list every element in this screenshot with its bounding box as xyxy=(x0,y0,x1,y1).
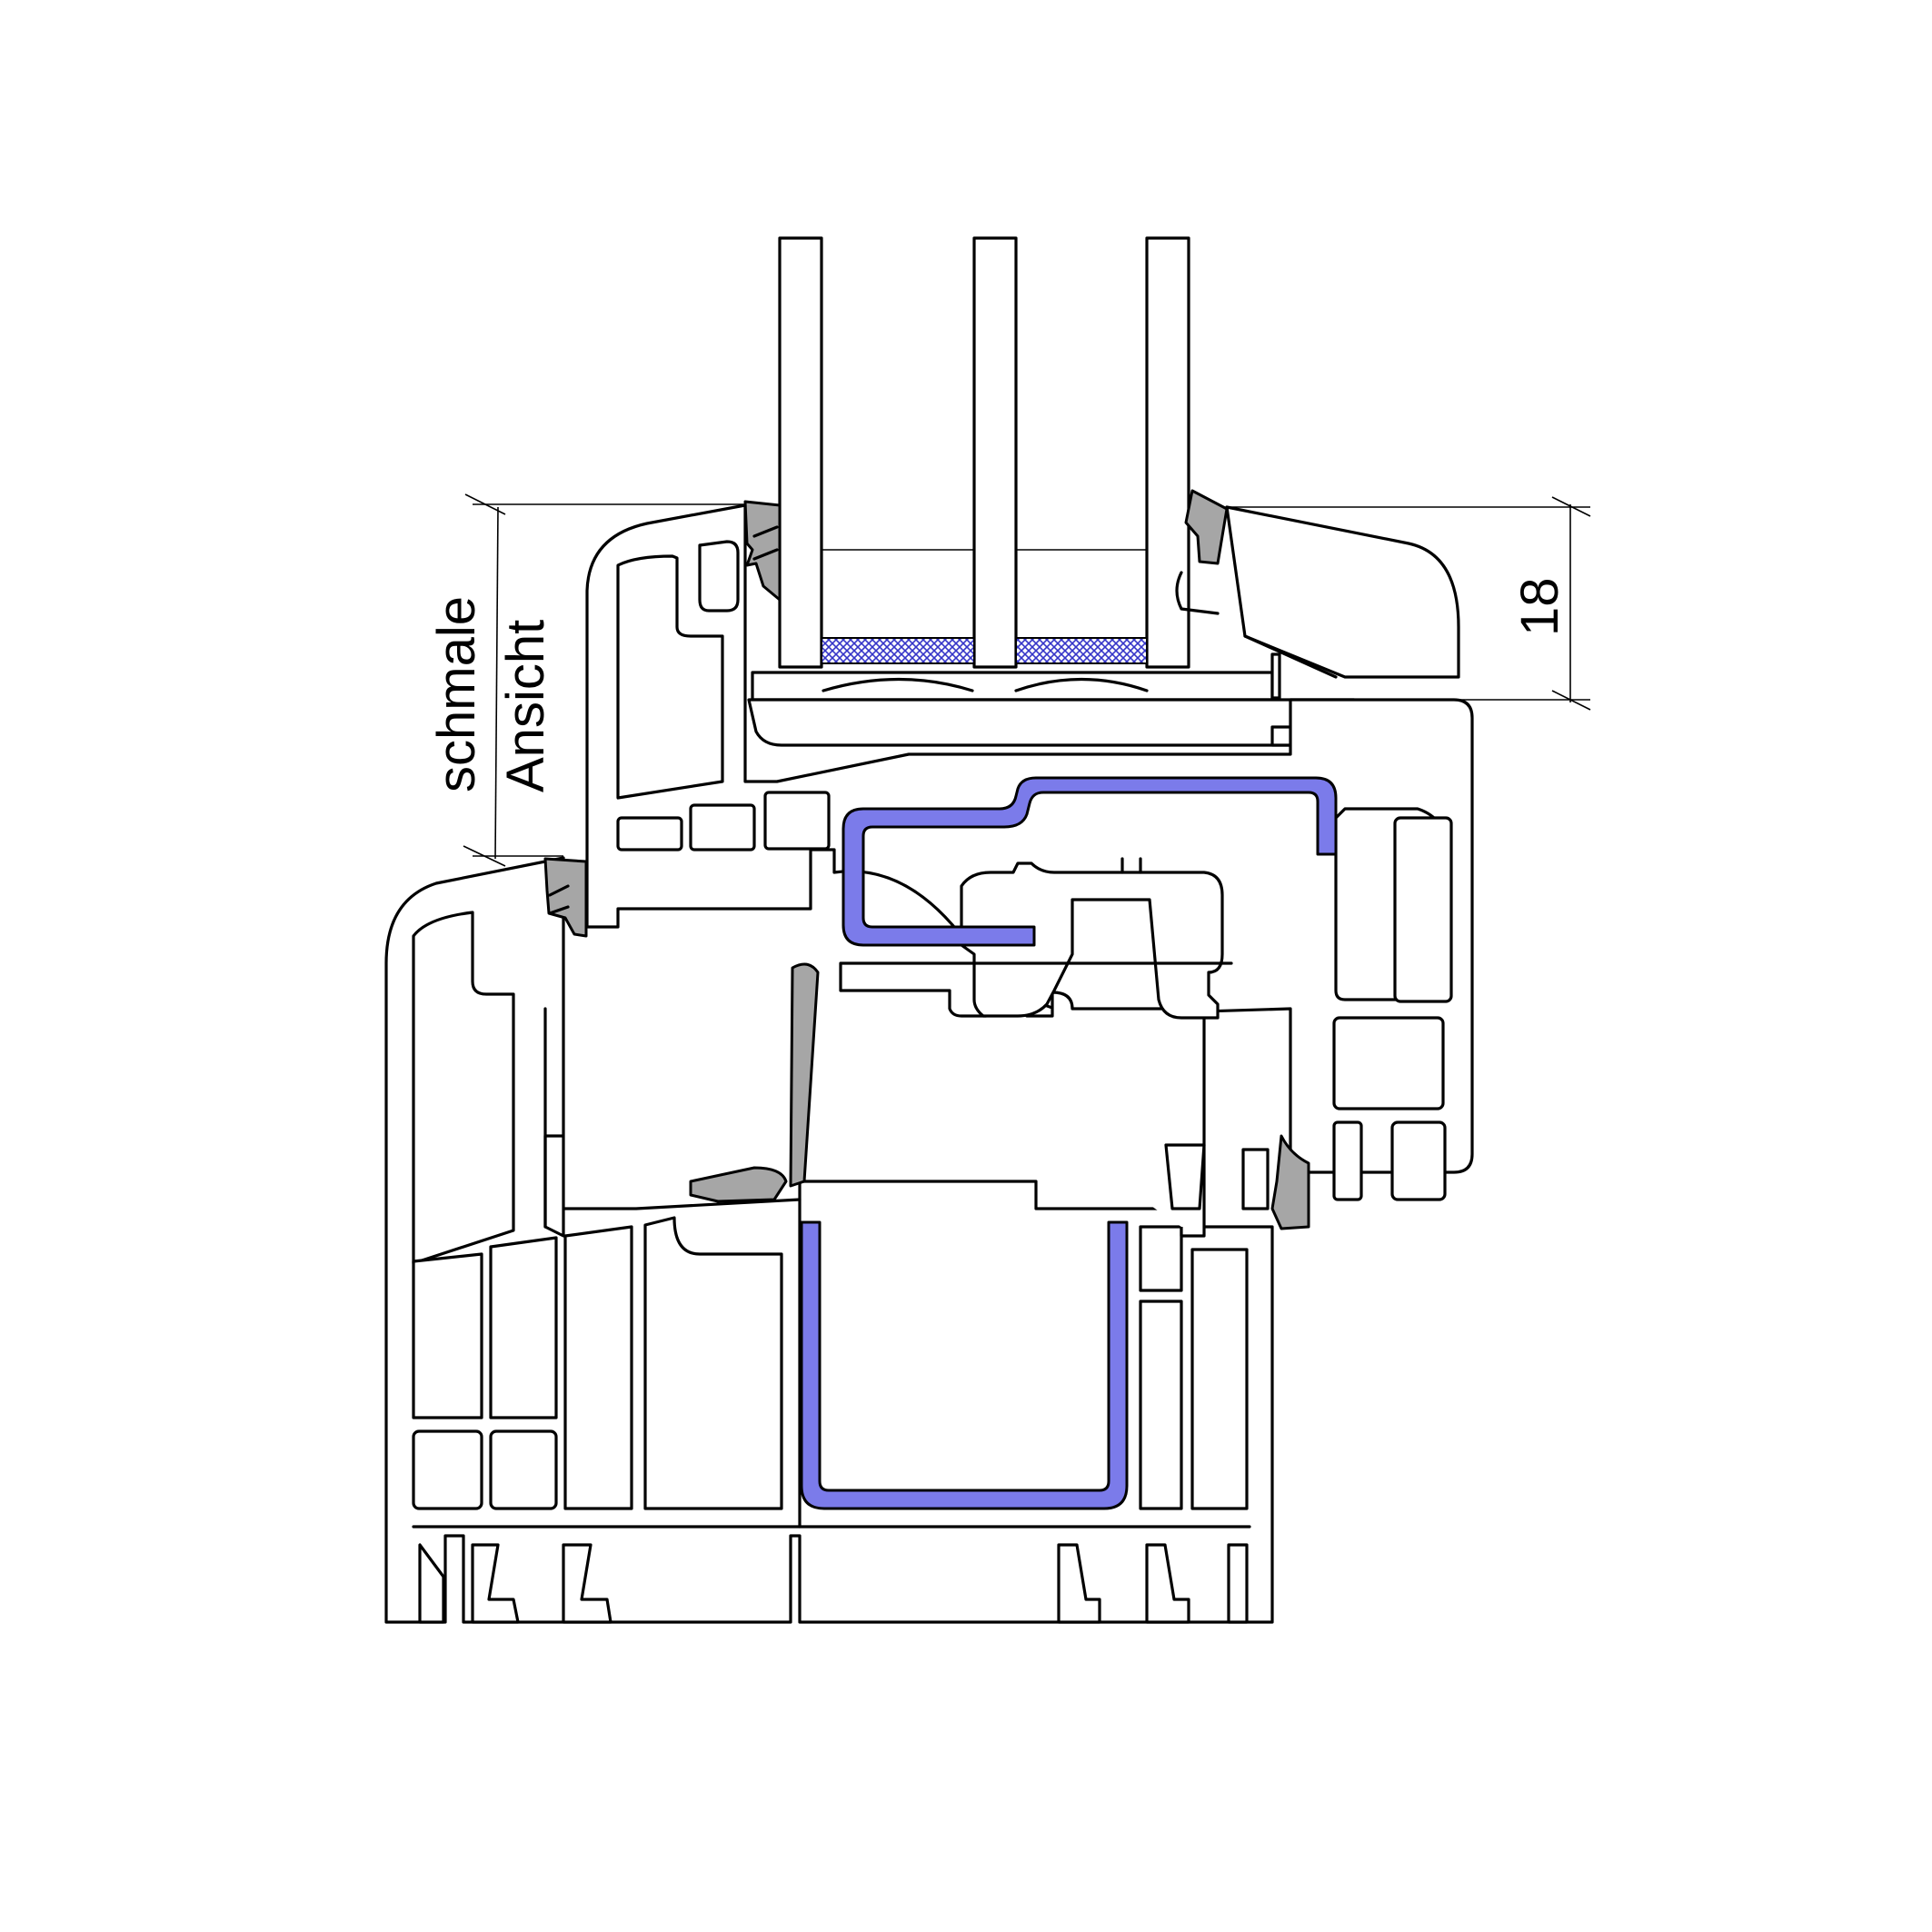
frame-profile xyxy=(384,856,1274,1624)
glazing-unit xyxy=(747,236,1365,747)
center-gasket-right xyxy=(1270,1134,1310,1230)
rebate-seal xyxy=(689,1166,788,1203)
glazing-base xyxy=(751,671,1274,702)
glass-pane-outer xyxy=(778,236,823,669)
spacer-hatch-right xyxy=(1015,637,1148,664)
gaskets xyxy=(543,489,1310,1230)
frame-gasket-outer xyxy=(543,857,588,938)
dimension-value-18: 18 xyxy=(1510,577,1569,636)
fitting-grooves xyxy=(418,1543,1249,1624)
glazing-gasket-inner xyxy=(1184,489,1229,565)
center-connection xyxy=(839,857,1270,1238)
narrow-view-label-line1: schmale xyxy=(427,596,486,792)
sash-steel-reinforcement xyxy=(842,776,1338,947)
sash-profile xyxy=(585,503,1474,1201)
dimension-lines xyxy=(463,493,1591,867)
glazing-block xyxy=(747,698,1365,747)
glass-pane-middle xyxy=(972,236,1018,669)
frame-steel-reinforcement xyxy=(800,1220,1129,1510)
glazing-gasket-outer xyxy=(743,500,782,602)
narrow-view-label-line2: Ansicht xyxy=(496,620,555,792)
spacer-hatch-left xyxy=(821,637,975,664)
glass-pane-inner xyxy=(1145,236,1190,669)
center-seal xyxy=(789,962,820,1188)
